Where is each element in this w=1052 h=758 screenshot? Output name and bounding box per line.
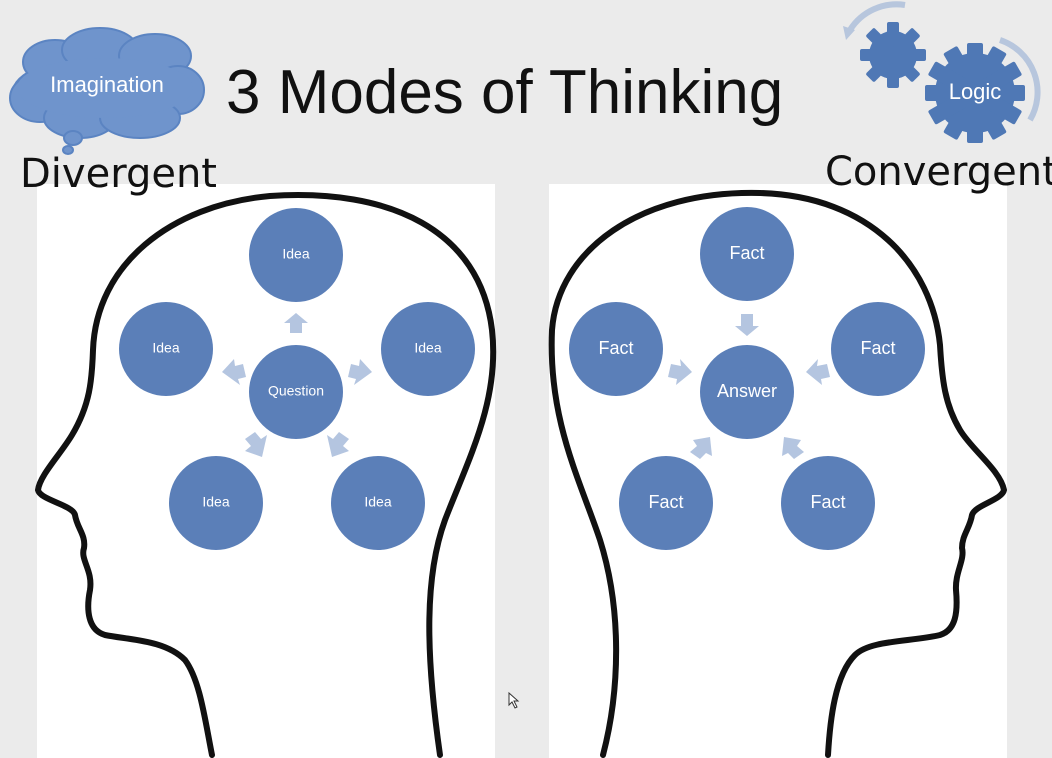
arrow-up [284,313,308,333]
convergent-label: Convergent [825,149,1052,195]
fact-node [569,302,663,396]
answer-node [700,345,794,439]
arrow-in-right [806,359,830,385]
arrow-in-bottom-right [782,437,804,459]
fact-label: Fact [598,338,633,358]
mouse-cursor-icon [508,691,520,709]
imagination-cloud-icon: Imagination [9,27,205,155]
idea-label: Idea [364,494,391,510]
gears-icon: Logic [843,1,1041,143]
arrow-in-left [668,359,692,385]
divergent-arrows [222,313,372,457]
idea-node [169,456,263,550]
fact-label: Fact [648,492,683,512]
idea-node [381,302,475,396]
arrow-in-top [735,314,759,336]
divergent-nodes: Idea Idea Idea Idea Idea Question [119,208,475,550]
convergent-nodes: Fact Fact Fact Fact Fact Answer [569,207,925,550]
idea-node [249,208,343,302]
left-head-outline [35,192,497,758]
idea-label: Idea [152,340,179,356]
idea-node [331,456,425,550]
right-head-outline [548,189,1007,758]
fact-node [700,207,794,301]
answer-label: Answer [717,381,777,401]
arrow-right [348,359,372,385]
question-node [249,345,343,439]
fact-node [781,456,875,550]
imagination-label: Imagination [50,72,164,97]
fact-node [831,302,925,396]
slide-title: 3 Modes of Thinking [226,58,784,127]
fact-label: Fact [860,338,895,358]
divergent-label: Divergent [20,151,217,197]
logic-label: Logic [949,79,1002,104]
idea-node [119,302,213,396]
small-gear-icon [860,22,926,88]
arrow-down-left [245,432,267,457]
question-label: Question [268,383,324,399]
fact-label: Fact [810,492,845,512]
arrow-in-bottom-left [690,437,712,459]
arrow-down-right [327,432,349,457]
fact-label: Fact [729,243,764,263]
idea-label: Idea [282,246,309,262]
large-gear-icon [925,43,1025,143]
arrow-left [222,359,246,385]
convergent-arrows [668,314,830,459]
idea-label: Idea [414,340,441,356]
fact-node [619,456,713,550]
idea-label: Idea [202,494,229,510]
